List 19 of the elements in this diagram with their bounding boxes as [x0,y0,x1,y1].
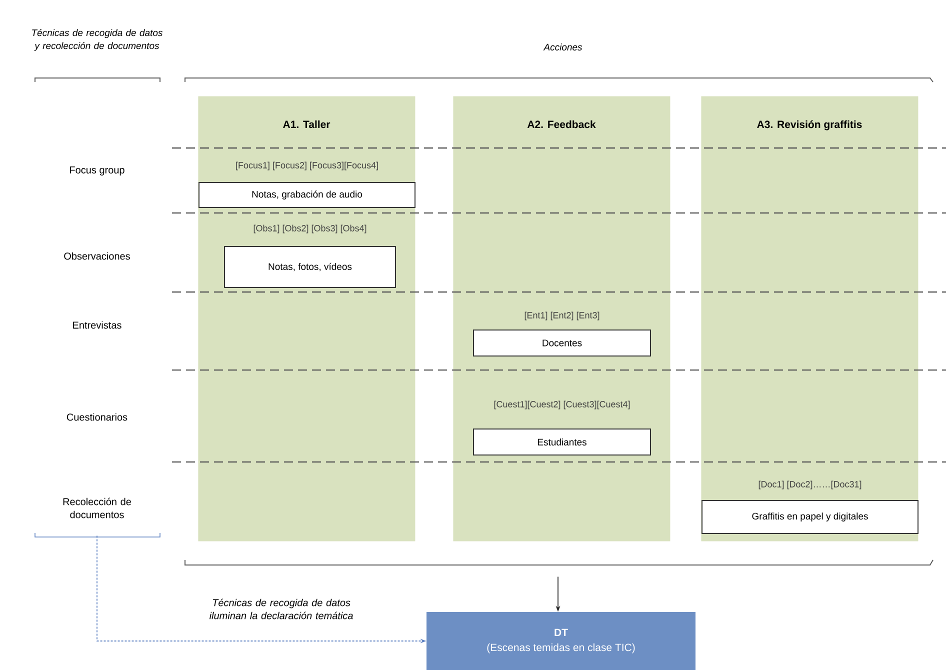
row-label: Observaciones [64,252,130,260]
heading: Técnicas de recogida de datos y recolección de documentos [32,29,163,51]
note-box: Notas, fotos, vídeos [224,246,396,288]
row-label: Recolección de documentos [63,498,131,518]
source-codes: [Obs1] [Obs2] [Obs3] [Obs4] [254,224,366,234]
source-codes: [Ent1] [Ent2] [Ent3] [524,312,600,320]
result-box: DT (Escenas temidas en clase TIC) [426,612,696,670]
source-codes: [Cuest1][Cuest2] [Cuest3][Cuest4] [494,400,630,410]
heading: Acciones [543,44,582,50]
row-label: Cuestionarios [66,413,128,421]
row-label: Focus group [70,166,124,176]
edge-label: Técnicas de recogida de datos iluminan la declaración temática [209,598,353,620]
note-box: Estudiantes [473,428,651,456]
note-box: Notas, grabación de audio [198,182,416,208]
note-box: Graffitis en papel y digitales [702,500,918,534]
row-label: Entrevistas [73,321,122,329]
source-codes: [Doc1] [Doc2]……[Doc31] [758,480,862,490]
source-codes: [Focus1] [Focus2] [Focus3][Focus4] [236,162,378,170]
note-box: Docentes [473,330,651,356]
